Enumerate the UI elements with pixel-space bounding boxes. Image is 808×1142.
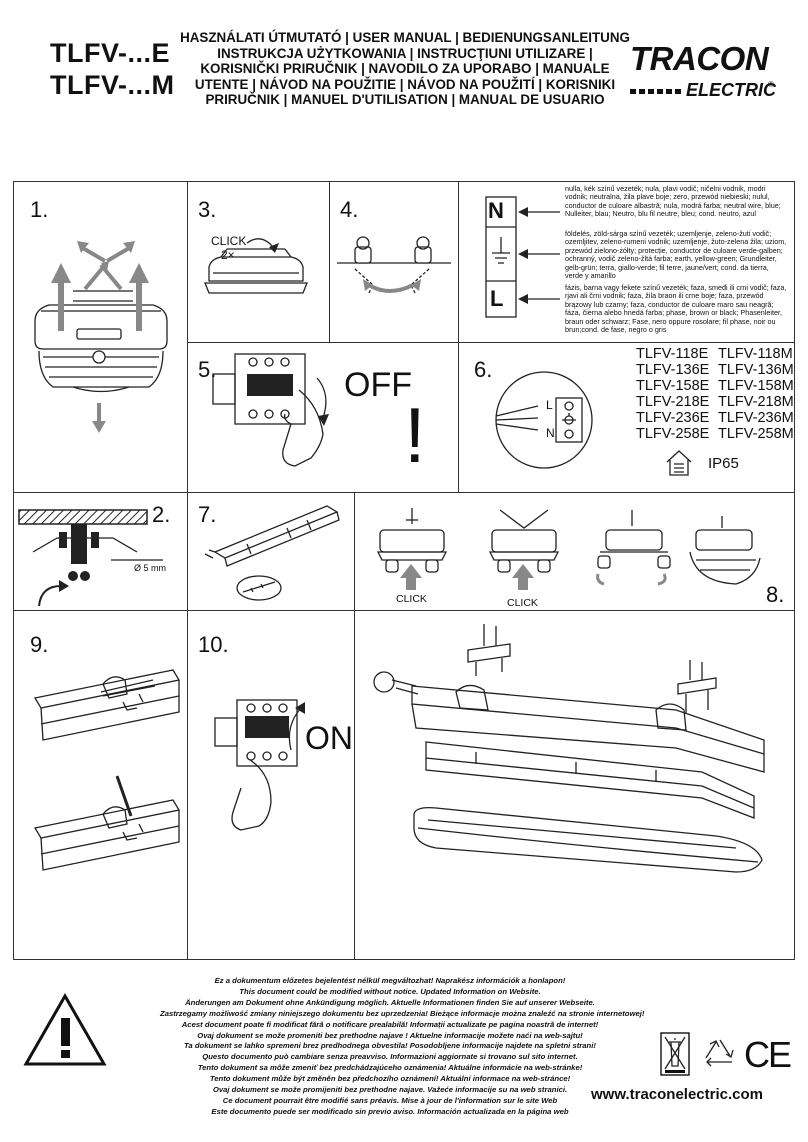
step-number: 4. bbox=[340, 197, 359, 222]
model-item: TLFV-136M bbox=[718, 362, 794, 378]
step7-illustration bbox=[204, 505, 340, 601]
terminal-n-label: N bbox=[546, 426, 555, 440]
title-line: PRIRUČNIK | MANUEL D'UTILISATION | MANUA… bbox=[205, 92, 605, 108]
disclaimer-line: Ovaj dokument se može promeniti bez pret… bbox=[197, 1030, 583, 1040]
model-item: TLFV-118E bbox=[636, 346, 709, 362]
drill-diameter: Ø 5 mm bbox=[134, 563, 167, 573]
step-number: 1. bbox=[30, 197, 49, 222]
website-link[interactable]: www.traconelectric.com bbox=[591, 1086, 764, 1103]
model-item: TLFV-258M bbox=[718, 426, 794, 442]
model-list-e: TLFV-118E TLFV-136E TLFV-158E TLFV-218E … bbox=[636, 346, 709, 442]
model-item: TLFV-118M bbox=[718, 346, 793, 362]
click-label: CLICK bbox=[507, 597, 538, 609]
step4-illustration bbox=[337, 236, 451, 294]
step9-illustration bbox=[33, 669, 181, 871]
step5-illustration bbox=[212, 353, 329, 467]
logo-bottom-text: ELECTRIC bbox=[686, 80, 776, 100]
disclaimer-line: Ta dokument se lahko spremeni brez predh… bbox=[184, 1041, 596, 1051]
tracon-logo: TRACON ELECTRIC ® bbox=[628, 40, 778, 102]
model-item: TLFV-236M bbox=[718, 410, 794, 426]
step1-illustration bbox=[34, 241, 168, 433]
earth-description: földelés, zöld-sárga színű vezeték; uzem… bbox=[565, 229, 787, 281]
neutral-symbol: N bbox=[488, 198, 504, 223]
disclaimer-line: Este documento puede ser modificado sin … bbox=[211, 1106, 569, 1116]
indoor-house-icon bbox=[666, 450, 692, 476]
title-line: HASZNÁLATI ÚTMUTATÓ | USER MANUAL | BEDI… bbox=[180, 30, 630, 45]
neutral-description: nulla, kék színű vezeték; nula, plavi vo… bbox=[565, 184, 781, 219]
logo-top-text: TRACON bbox=[630, 40, 769, 77]
step-number: 3. bbox=[198, 197, 217, 222]
disclaimer: Ez a dokumentum előzetes bejelentést nél… bbox=[160, 976, 645, 1118]
wiring-illustration bbox=[485, 196, 560, 318]
on-label: ON bbox=[305, 720, 353, 756]
model-item: TLFV-158E bbox=[636, 378, 710, 394]
title-line: KORISNIČKI PRIRUČNIK | NAVODILO ZA UPORA… bbox=[200, 61, 610, 77]
disclaimer-line: Zastrzegamy możliwość zmiany niniejszego… bbox=[160, 1008, 645, 1018]
manual-title: HASZNÁLATI ÚTMUTATÓ | USER MANUAL | BEDI… bbox=[166, 30, 644, 108]
step10-illustration bbox=[214, 699, 305, 831]
step3-illustration bbox=[204, 238, 308, 294]
recycle-icon bbox=[705, 1039, 734, 1067]
disclaimer-line: Tento dokument může být změněn bez předc… bbox=[209, 1074, 571, 1084]
disclaimer-line: This document could be modified without … bbox=[239, 986, 541, 996]
model-list-m: TLFV-118M TLFV-136M TLFV-158M TLFV-218M … bbox=[718, 346, 794, 442]
step2-illustration bbox=[18, 509, 163, 607]
logo-dash-icon bbox=[630, 89, 681, 94]
ce-mark: CE bbox=[744, 1034, 792, 1075]
warning-triangle-icon bbox=[23, 992, 107, 1066]
click-label: CLICK bbox=[211, 234, 247, 248]
model-item: TLFV-158M bbox=[718, 378, 794, 394]
disclaimer-line: Ovaj dokument se može promijeniti bez pr… bbox=[212, 1085, 568, 1095]
phase-description: fázis, barna vagy fekete színű vezeték; … bbox=[565, 283, 787, 335]
model-code-m: TLFV-...M bbox=[50, 70, 175, 100]
phase-symbol: L bbox=[490, 286, 504, 311]
step8-illustration bbox=[376, 508, 761, 590]
model-item: TLFV-258E bbox=[636, 426, 710, 442]
step-number: 7. bbox=[198, 502, 217, 527]
registered-mark: ® bbox=[768, 80, 774, 89]
step-number: 2. bbox=[152, 502, 171, 527]
ip-rating: IP65 bbox=[708, 455, 739, 472]
step-number: 10. bbox=[198, 632, 229, 657]
disclaimer-line: Ez a dokumentum előzetes bejelentést nél… bbox=[214, 976, 566, 985]
disclaimer-line: Änderungen am Dokument ohne Ankündigung … bbox=[185, 997, 595, 1007]
step-number: 5. bbox=[198, 357, 217, 382]
model-item: TLFV-218M bbox=[718, 394, 794, 410]
terminal-illustration bbox=[495, 371, 593, 469]
model-item: TLFV-218E bbox=[636, 394, 710, 410]
terminal-l-label: L bbox=[546, 398, 553, 412]
step-number: 8. bbox=[766, 582, 785, 607]
step-number: 6. bbox=[474, 357, 493, 382]
model-code-e: TLFV-...E bbox=[50, 38, 171, 68]
model-item: TLFV-136E bbox=[636, 362, 710, 378]
weee-bin-icon bbox=[660, 1032, 690, 1076]
disclaimer-line: Questo documento può cambiare senza prea… bbox=[202, 1052, 578, 1062]
disclaimer-line: Acest document poate fi modificat fără o… bbox=[181, 1019, 599, 1029]
disclaimer-line: Tento dokument sa môže zmeniť bez predch… bbox=[197, 1063, 583, 1073]
title-line: INSTRUKCJA UŻYTKOWANIA | INSTRUCŢIUNI UT… bbox=[217, 45, 593, 61]
exploded-assembly-illustration bbox=[373, 624, 765, 873]
off-label: OFF bbox=[344, 366, 412, 404]
disclaimer-line: Ce document pourrait être modifié sans p… bbox=[222, 1095, 558, 1105]
model-item: TLFV-236E bbox=[636, 410, 710, 426]
title-line: UTENTE | NÁVOD NA POUŽITIE | NÁVOD NA PO… bbox=[194, 76, 616, 92]
warning-exclaim: ! bbox=[404, 391, 426, 479]
panel-assembly bbox=[354, 610, 795, 960]
step-number: 9. bbox=[30, 632, 49, 657]
click-label: CLICK bbox=[396, 593, 427, 605]
